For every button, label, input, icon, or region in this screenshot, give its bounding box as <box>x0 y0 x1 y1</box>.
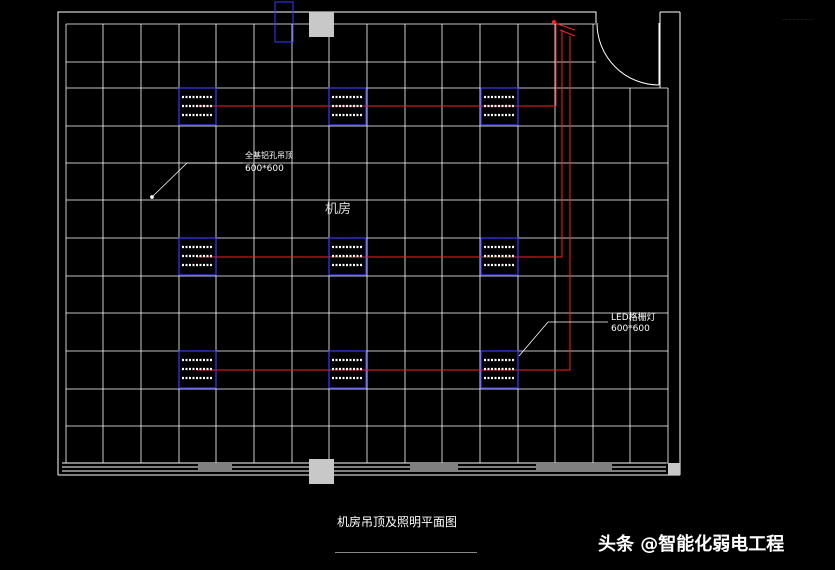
watermark: 头条 @智能化弱电工程 <box>598 534 785 555</box>
led-note-label: LED格栅灯 <box>611 313 656 323</box>
tiny-label: …………………… <box>782 16 814 21</box>
equipment-frame <box>274 1 294 43</box>
outer-wall <box>57 11 681 476</box>
led-grille-light <box>480 350 519 389</box>
led-grille-light <box>178 350 217 389</box>
ceiling-note-label: 全基铝孔吊顶 <box>245 151 293 160</box>
window-band <box>62 462 666 472</box>
led-grille-light <box>328 237 367 276</box>
column-bottom <box>309 459 334 484</box>
ceiling-grid <box>65 23 669 464</box>
room-label: 机房 <box>325 202 352 217</box>
drawing-title: 机房吊顶及照明平面图 <box>337 515 458 529</box>
led-grille-light <box>480 237 519 276</box>
ceiling-note-size: 600*600 <box>245 164 284 174</box>
led-grille-light <box>178 237 217 276</box>
leader-lines <box>150 162 608 357</box>
column-top <box>309 12 334 37</box>
led-grille-light <box>178 87 217 126</box>
led-grille-lights <box>178 87 519 389</box>
led-grille-light <box>328 350 367 389</box>
title-underline <box>335 552 477 553</box>
door-swing <box>596 22 660 86</box>
led-note-size: 600*600 <box>611 324 650 334</box>
column-corner <box>668 463 680 475</box>
led-grille-light <box>480 87 519 126</box>
led-grille-light <box>328 87 367 126</box>
